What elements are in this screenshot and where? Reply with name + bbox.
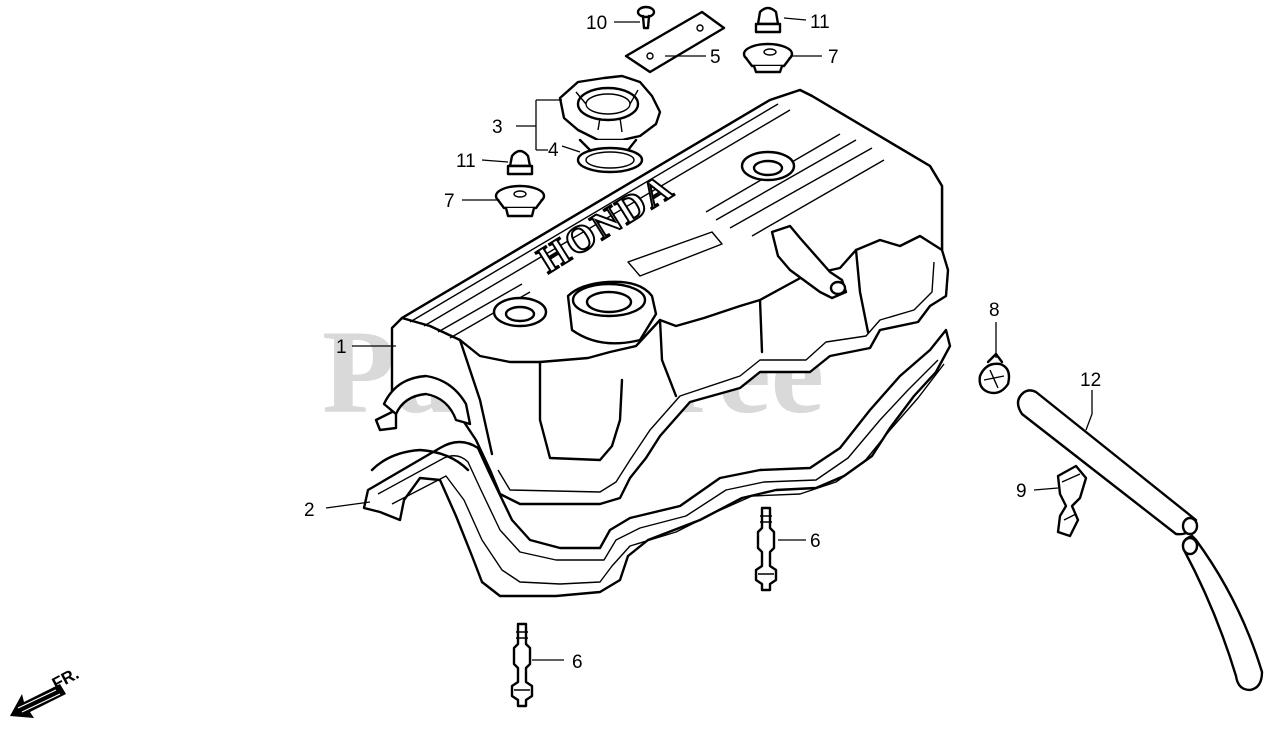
callout-5: 5 <box>710 47 721 68</box>
callout-9: 9 <box>1016 481 1027 502</box>
callout-4: 4 <box>548 140 559 161</box>
callout-12: 12 <box>1080 370 1101 391</box>
cap-nut-side <box>506 149 534 176</box>
plate <box>624 10 726 74</box>
screw <box>636 5 656 30</box>
callout-2: 2 <box>304 500 315 521</box>
o-ring <box>576 146 644 174</box>
seal-washer-side <box>494 184 546 218</box>
callout-7-side: 7 <box>444 191 455 212</box>
callout-10: 10 <box>586 13 607 34</box>
stud-bolt-lower <box>510 622 534 708</box>
tube-clamp <box>1056 464 1088 538</box>
cover-gasket <box>362 328 952 598</box>
callout-11-side: 11 <box>456 151 476 172</box>
stud-bolt-upper <box>754 506 778 592</box>
callout-7-top: 7 <box>828 47 839 68</box>
clip <box>978 352 1011 395</box>
callout-8: 8 <box>989 300 1000 321</box>
callout-1: 1 <box>336 337 347 358</box>
oil-filler-cap <box>558 74 662 156</box>
callout-labels: 1 2 3 4 5 6 6 7 7 8 9 10 11 11 12 <box>304 12 1101 673</box>
cylinder-head-cover: HONDA <box>374 88 950 506</box>
breather-tube <box>1016 389 1264 692</box>
callout-3: 3 <box>492 117 503 138</box>
seal-washer-top <box>742 42 794 74</box>
callout-6-lower: 6 <box>572 652 583 673</box>
front-direction-arrow: FR. <box>10 664 82 718</box>
cap-nut-top <box>754 6 782 34</box>
leader-lines <box>325 17 1093 661</box>
callout-11-top: 11 <box>810 12 830 33</box>
callout-6-upper: 6 <box>810 531 821 552</box>
